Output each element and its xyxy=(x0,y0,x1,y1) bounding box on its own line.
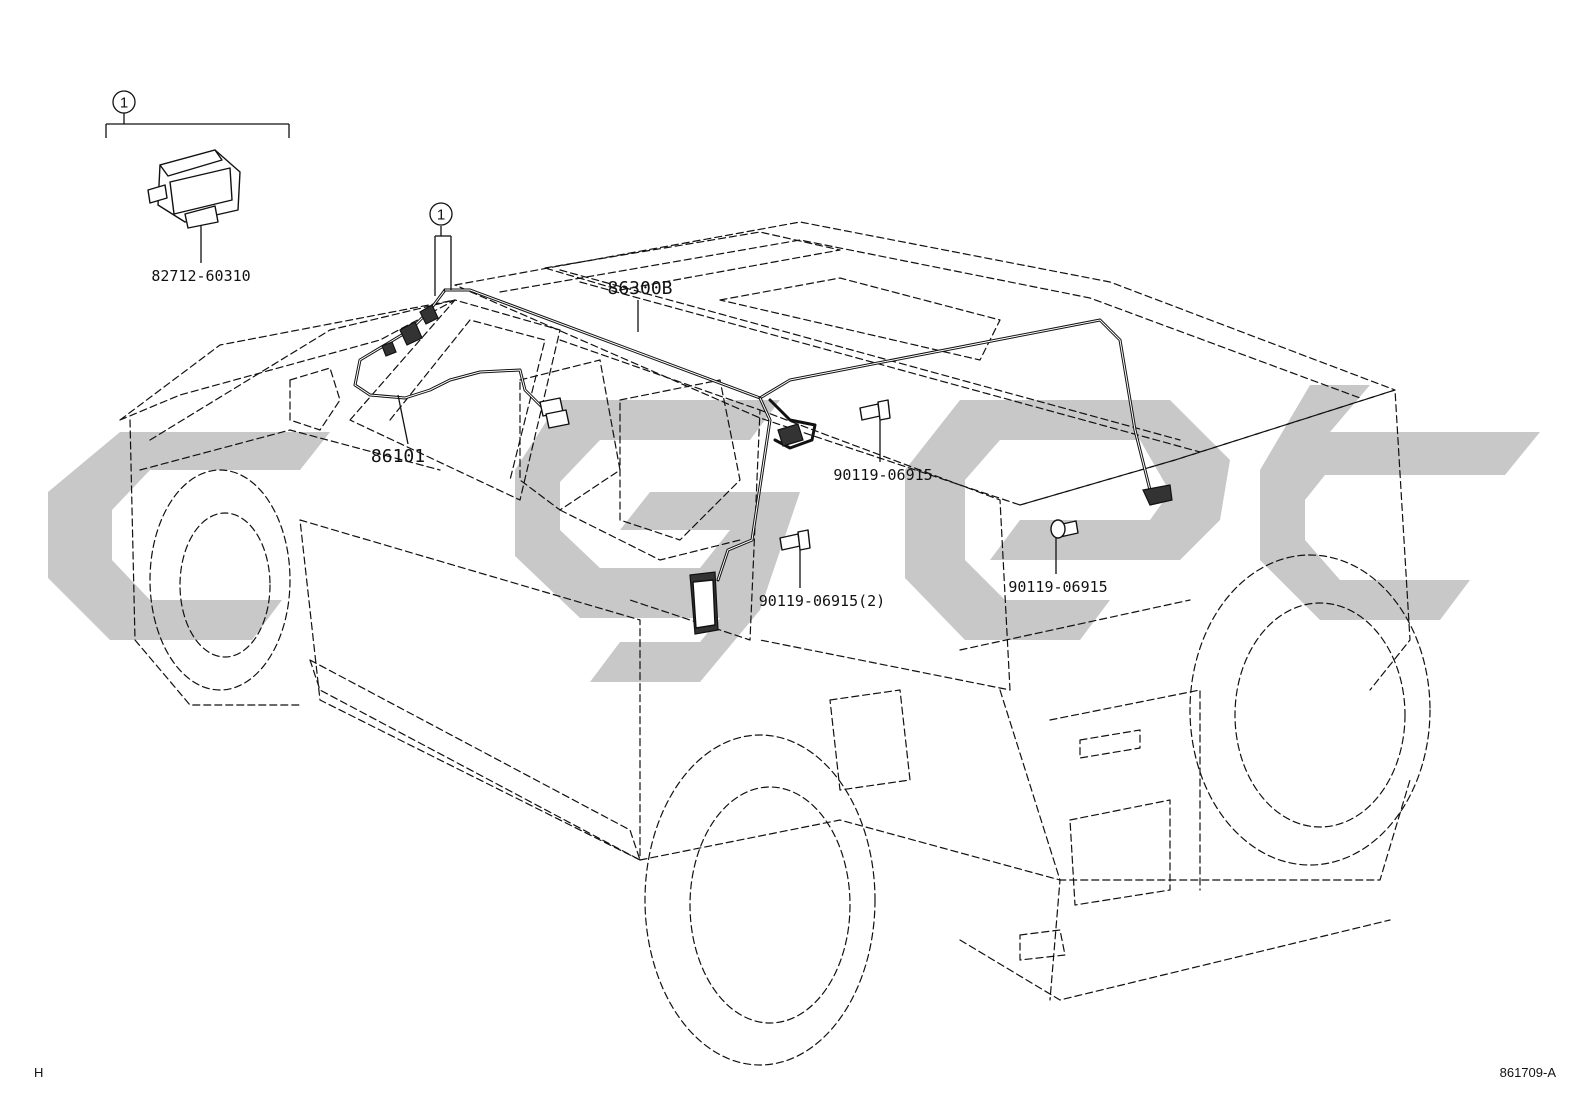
label-antenna-wire: 86101 xyxy=(371,446,425,467)
kit-callout-number: 1 xyxy=(120,95,128,112)
label-antenna-cord: 86300B xyxy=(607,278,672,299)
clip-part-82712-60310 xyxy=(147,149,241,229)
bolt-upper xyxy=(859,399,891,421)
bolt-rear xyxy=(1050,519,1079,539)
label-bolt-rear: 90119-06915 xyxy=(1008,578,1107,596)
vehicle-outline xyxy=(119,221,1431,1066)
watermark-logo xyxy=(48,385,1540,682)
wire-kit-callout: 1 xyxy=(429,202,453,226)
footer-left-code: H xyxy=(34,1065,43,1080)
label-clip: 82712-60310 xyxy=(151,267,250,285)
wire-kit-callout-number: 1 xyxy=(437,207,445,224)
antenna-wire-86101 xyxy=(353,288,570,429)
leader-lines xyxy=(105,112,1057,588)
label-bolt-lower: 90119-06915(2) xyxy=(759,592,885,610)
label-bolt-upper: 90119-06915 xyxy=(833,466,932,484)
kit-callout: 1 xyxy=(112,90,136,114)
antenna-cord-86300B xyxy=(443,288,1173,635)
bolt-lower xyxy=(779,529,811,551)
drawing-number: 861709-A xyxy=(1500,1065,1557,1080)
